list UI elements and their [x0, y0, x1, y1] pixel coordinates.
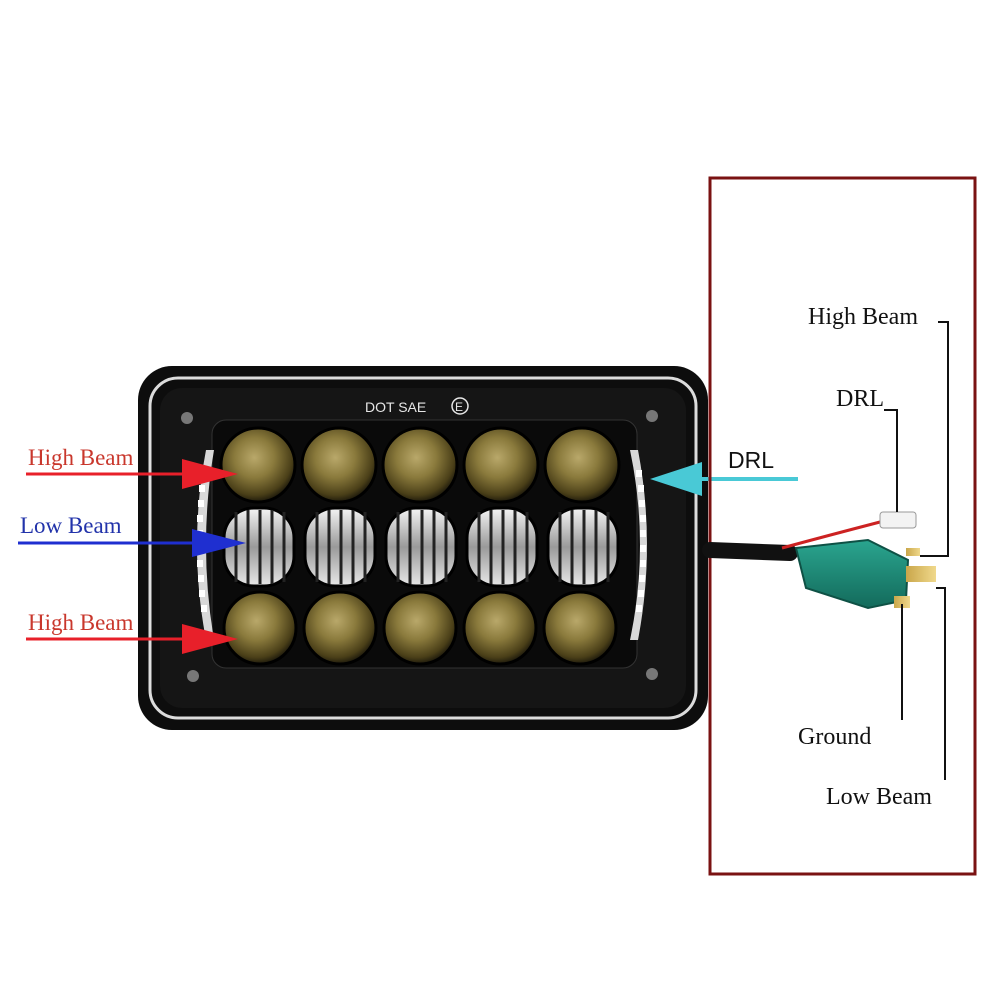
arrow-drl: [650, 462, 702, 496]
headlamp-halo-ring: [148, 376, 698, 720]
high-beam-lens: [382, 590, 458, 666]
e-mark-icon: [451, 397, 469, 415]
drl-connector: [879, 511, 917, 529]
leader-high-beam: [920, 321, 949, 557]
callout-high-beam-bottom: High Beam: [26, 610, 238, 654]
headlamp-unit: DOT SAE E: [138, 366, 708, 730]
wiring-panel: High Beam DRL Ground Low Beam: [702, 176, 977, 876]
high-beam-lens: [300, 426, 378, 504]
plug-pin-ground: [894, 596, 910, 608]
high-beam-lens: [222, 590, 298, 666]
wiring-label-ground: Ground: [798, 724, 871, 750]
drl-wire: [781, 520, 881, 550]
high-beam-lens: [302, 590, 378, 666]
low-beam-projector: [303, 506, 377, 588]
dot-sae-marking: DOT SAE: [365, 399, 426, 415]
e-mark-letter: E: [455, 400, 463, 414]
arrow-high-beam-top: [182, 459, 238, 489]
high-beam-lens: [381, 426, 459, 504]
low-beam-projector: [384, 506, 458, 588]
high-beam-lenses-bottom: [222, 590, 618, 666]
plug-pin-high: [906, 548, 920, 556]
wiring-label-high-beam: High Beam: [808, 304, 918, 330]
high-beam-lenses-top: [219, 426, 621, 504]
low-beam-projector: [546, 506, 620, 588]
leader-drl: [884, 409, 898, 512]
wiring-panel-border: [708, 176, 977, 876]
arrow-low-beam: [192, 529, 246, 557]
main-cable: [702, 542, 798, 561]
plug-pin-low: [906, 566, 936, 582]
screw-icon: [181, 412, 193, 424]
high-beam-lens: [542, 590, 618, 666]
high-beam-lens: [543, 426, 621, 504]
low-beam-projector: [465, 506, 539, 588]
label-low-beam: Low Beam: [20, 513, 122, 538]
drl-led-dots-right: [636, 470, 646, 612]
wiring-label-drl: DRL: [836, 386, 884, 412]
callout-drl: DRL: [650, 447, 798, 496]
high-beam-lens: [462, 590, 538, 666]
h4-plug: [794, 538, 936, 610]
high-beam-lens: [462, 426, 540, 504]
callout-low-beam: Low Beam: [18, 513, 246, 557]
high-beam-lens: [219, 426, 297, 504]
screw-icon: [187, 670, 199, 682]
leader-low-beam: [936, 587, 946, 780]
low-beam-projector: [222, 506, 296, 588]
label-drl-arrow: DRL: [728, 447, 774, 473]
label-high-beam-bottom: High Beam: [28, 610, 134, 635]
arrow-high-beam-bottom: [182, 624, 238, 654]
screw-icon: [646, 668, 658, 680]
label-high-beam-top: High Beam: [28, 445, 134, 470]
wiring-label-low-beam: Low Beam: [826, 784, 932, 810]
low-beam-projectors: [222, 506, 620, 588]
callout-high-beam-top: High Beam: [26, 445, 238, 489]
screw-icon: [646, 410, 658, 422]
